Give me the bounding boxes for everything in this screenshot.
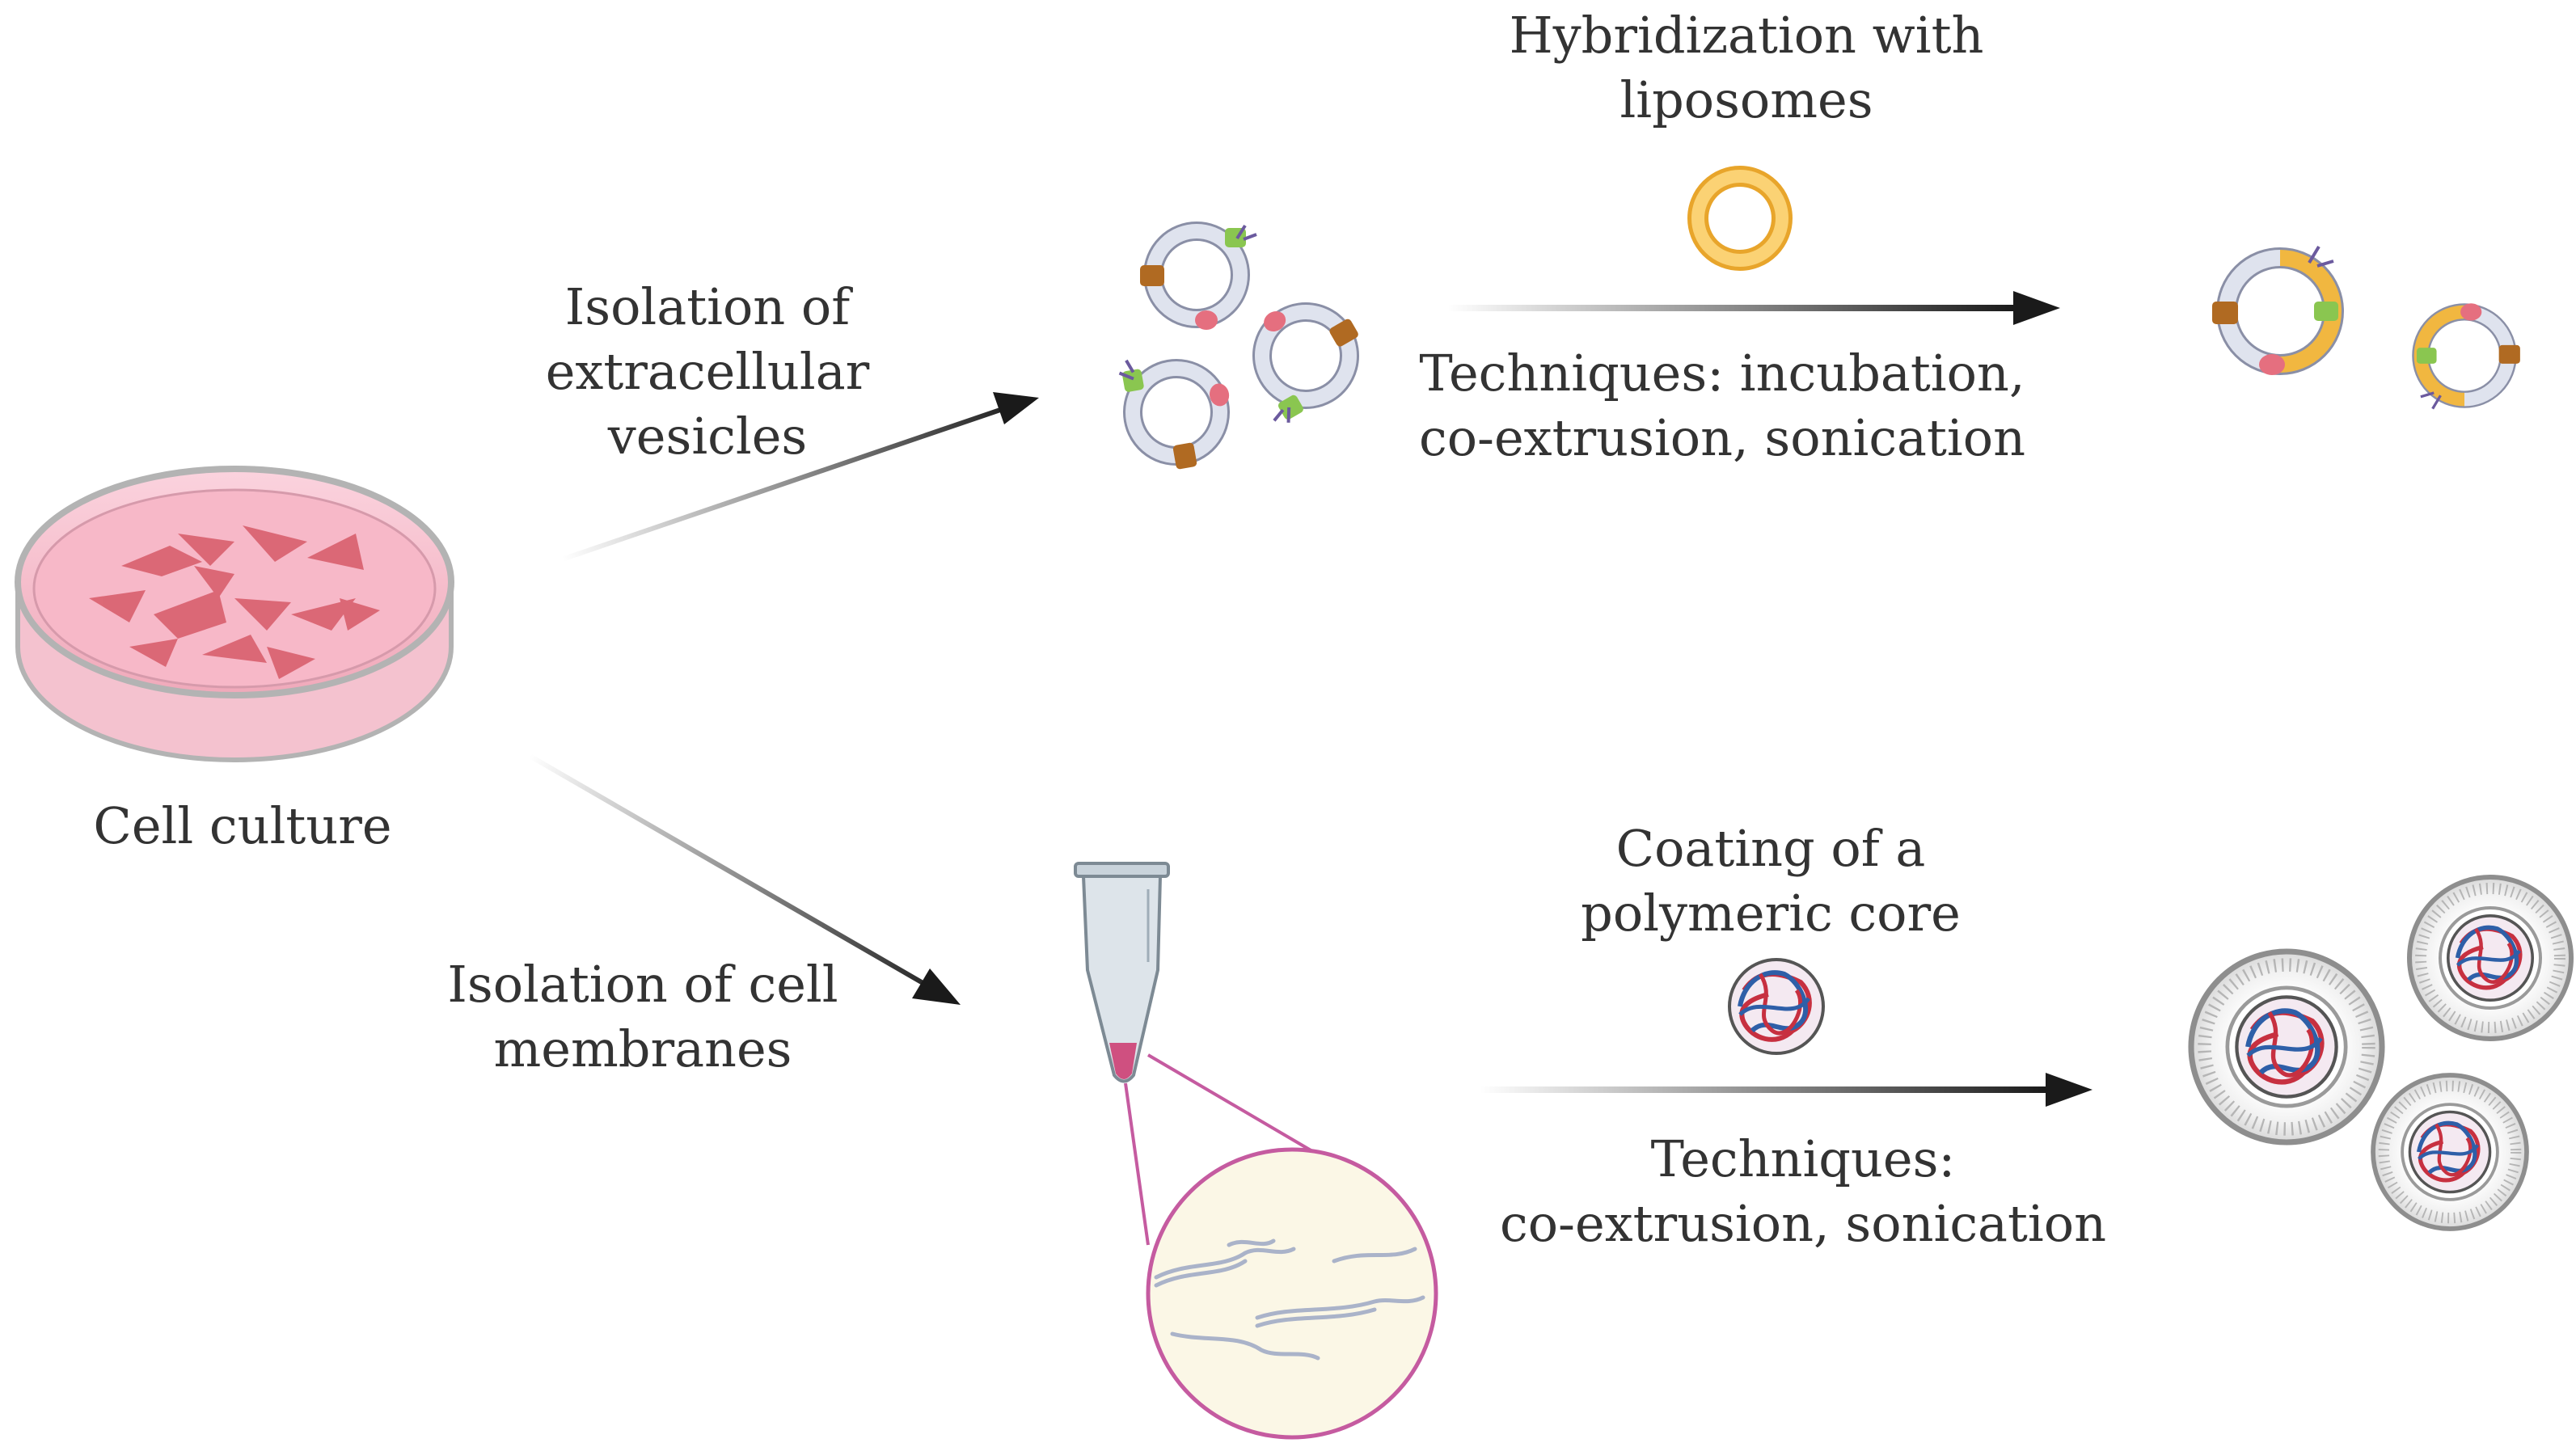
coating-label: Coating of a polymeric core xyxy=(1581,819,1961,943)
arrow-hybridization xyxy=(1447,291,2060,325)
membrane-zoom-icon xyxy=(1124,1053,1438,1440)
cell-culture-label: Cell culture xyxy=(93,796,392,855)
coated-nanoparticles-icon xyxy=(2191,877,2571,1229)
arrow-coating xyxy=(1480,1073,2092,1107)
polymeric-core-icon xyxy=(1729,960,1823,1053)
hybridization-label: Hybridization with liposomes xyxy=(1509,6,1984,129)
arrow-to-cell-membranes xyxy=(528,753,961,1005)
extracellular-vesicles-icon xyxy=(1117,226,1379,477)
techniques-top-label: Techniques: incubation, co-extrusion, so… xyxy=(1418,344,2026,467)
tube-icon xyxy=(1074,862,1170,1083)
arrow-to-extracellular-vesicles xyxy=(561,392,1039,562)
cells-icon xyxy=(89,525,380,679)
liposome-icon xyxy=(1687,166,1793,271)
techniques-bottom-label: Techniques: co-extrusion, sonication xyxy=(1499,1129,2107,1253)
petri-dish-icon xyxy=(15,466,454,762)
hybrid-vesicles-icon xyxy=(2212,247,2520,409)
isolation-membranes-label: Isolation of cell membranes xyxy=(447,955,838,1078)
isolation-ev-label: Isolation of extracellular vesicles xyxy=(545,277,870,466)
